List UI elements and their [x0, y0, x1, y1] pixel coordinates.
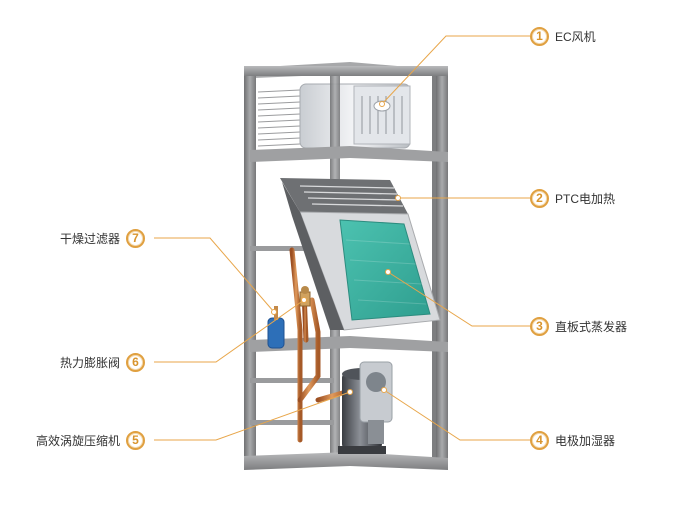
callout-label: 热力膨胀阀 — [60, 355, 121, 370]
leader-line-5 — [154, 391, 351, 441]
circled-number-icon: 6 — [126, 352, 146, 372]
callout-label: 直板式蒸发器 — [555, 319, 628, 334]
callout-drying-filter: 干燥过滤器 7 — [60, 226, 146, 250]
circled-number-icon: 7 — [126, 228, 146, 248]
leader-lines — [154, 35, 530, 441]
callout-evaporator: 3 直板式蒸发器 — [530, 314, 627, 338]
circled-number-icon: 1 — [530, 26, 549, 46]
circled-number-icon: 2 — [530, 188, 549, 208]
side-grille — [257, 89, 301, 147]
callout-label: PTC电加热 — [555, 191, 616, 206]
circled-number-icon: 4 — [530, 430, 549, 450]
leader-line-6 — [154, 299, 305, 363]
callout-label: 高效涡旋压缩机 — [36, 433, 121, 448]
ptc-heater — [280, 178, 408, 214]
electrode-humidifier — [359, 361, 393, 444]
circled-number-icon: 3 — [530, 316, 549, 336]
ec-fan — [299, 83, 411, 149]
leader-line-4 — [383, 389, 530, 441]
thermal-expansion-valve — [299, 286, 311, 307]
callout-label: 干燥过滤器 — [60, 231, 121, 246]
callout-label: EC风机 — [555, 29, 596, 44]
leader-line-1 — [381, 35, 530, 105]
flat-plate-evaporator — [282, 182, 441, 331]
callout-humidifier: 4 电极加湿器 — [530, 428, 615, 452]
leader-dots — [271, 101, 401, 395]
callout-expansion-valve: 热力膨胀阀 6 — [60, 350, 146, 374]
front-frame — [244, 66, 448, 470]
callout-ec-fan: 1 EC风机 — [530, 24, 596, 48]
callout-ptc-heater: 2 PTC电加热 — [530, 186, 615, 210]
circled-number-icon: 5 — [126, 430, 146, 450]
leader-line-3 — [387, 271, 530, 327]
callout-label: 电极加湿器 — [555, 433, 616, 448]
leader-line-7 — [154, 237, 275, 313]
callout-compressor: 高效涡旋压缩机 5 — [36, 428, 146, 452]
